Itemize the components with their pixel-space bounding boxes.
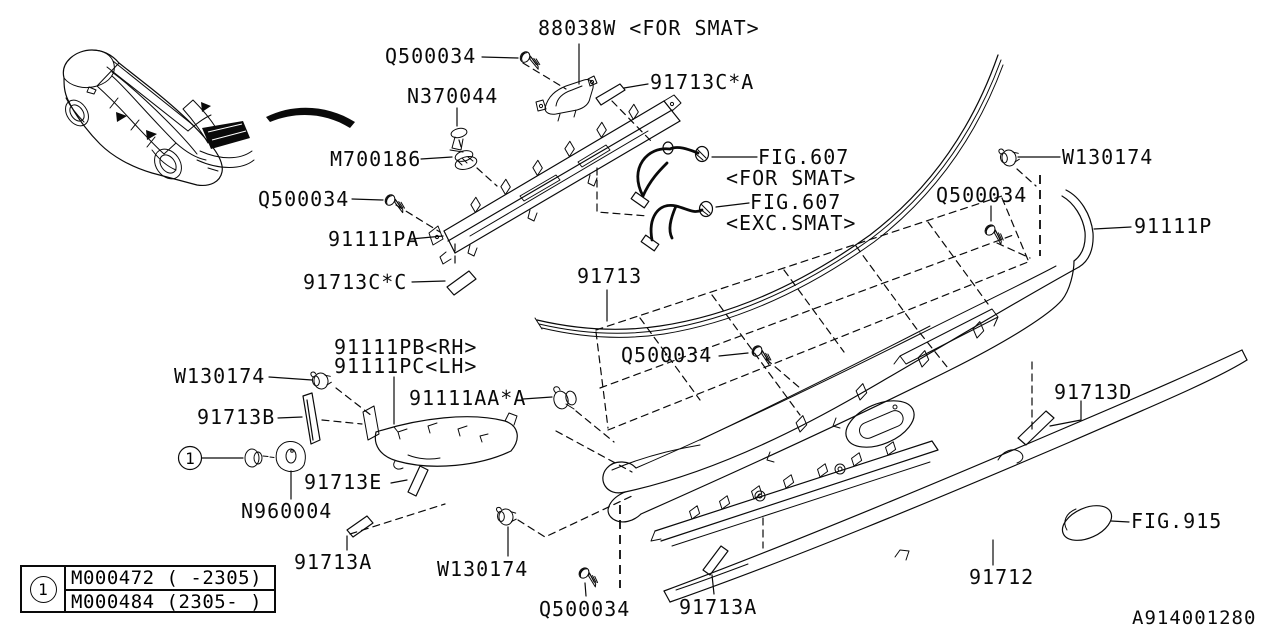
harness-exc-smat xyxy=(640,200,714,252)
label-91713c-a: 91713C*A xyxy=(650,70,755,94)
label-91111p: 91111P xyxy=(1134,214,1213,238)
label-91713b: 91713B xyxy=(197,405,276,429)
label-w130174-top-right: W130174 xyxy=(1062,145,1154,169)
gate-arrow-icon xyxy=(201,102,211,112)
door-arrow-icon xyxy=(116,112,127,122)
label-fig607-for-note: <FOR SMAT> xyxy=(726,166,857,190)
label-91713d: 91713D xyxy=(1054,380,1133,404)
label-88038w: 88038W <FOR SMAT> xyxy=(538,16,760,40)
legend-symbol-cell: 1 xyxy=(22,567,66,611)
label-fig915: FIG.915 xyxy=(1131,509,1223,533)
legend-row: M000472 ( -2305) xyxy=(66,567,274,591)
label-91111aa-a: 91111AA*A xyxy=(409,386,527,410)
label-91713c-c: 91713C*C xyxy=(303,270,408,294)
grommet-nut xyxy=(454,150,478,170)
push-clip-icon xyxy=(553,386,577,410)
assembly-dashed-lines xyxy=(321,62,1041,588)
label-fig607-exc-note: <EXC.SMAT> xyxy=(726,211,857,235)
label-n960004: N960004 xyxy=(241,499,333,523)
gate-spoiler-blade xyxy=(663,349,1248,603)
circled-number-marker: 1 xyxy=(29,575,57,603)
strip-91713a-bottom xyxy=(702,545,729,576)
harness-for-smat xyxy=(630,141,710,209)
weatherstrip-curve xyxy=(534,54,1004,338)
rear-gate-garnish-panel xyxy=(602,189,1094,523)
strip-91713c-a xyxy=(595,83,626,106)
label-91713a-bottom: 91713A xyxy=(679,595,758,619)
applicability-legend: 1 M000472 ( -2305) M000484 (2305- ) xyxy=(20,565,276,613)
legend-rows: M000472 ( -2305) M000484 (2305- ) xyxy=(66,567,274,613)
phantom-gate-outline xyxy=(595,195,1029,431)
pointer-swoosh xyxy=(266,107,355,128)
car-illustration xyxy=(62,49,255,187)
diagram-id: A914001280 xyxy=(1132,607,1257,629)
bolt-and-grommet xyxy=(244,441,306,473)
label-q500034-bottom: Q500034 xyxy=(539,597,631,621)
strip-91713c-c xyxy=(446,270,477,296)
label-q500034-top: Q500034 xyxy=(385,44,477,68)
strip-91713e xyxy=(407,465,429,497)
legend-row: M000484 (2305- ) xyxy=(71,591,263,613)
label-w130174-left: W130174 xyxy=(174,364,266,388)
lower-molding-clip-band xyxy=(650,440,939,547)
strip-91713b xyxy=(302,392,321,445)
label-91713: 91713 xyxy=(577,264,643,288)
label-91111pb-rh: 91111PB<RH> xyxy=(334,335,478,359)
label-91713a-left: 91713A xyxy=(294,550,373,574)
leader-lines xyxy=(201,43,1132,597)
label-q500034-right: Q500034 xyxy=(936,183,1028,207)
label-q500034-left: Q500034 xyxy=(258,187,350,211)
label-91111pc-lh: 91111PC<LH> xyxy=(334,354,478,378)
label-m700186: M700186 xyxy=(330,147,422,171)
label-91712: 91712 xyxy=(969,565,1035,589)
label-n370044: N370044 xyxy=(407,84,499,108)
fig915-plug xyxy=(1061,505,1113,541)
emblem-housing xyxy=(845,400,915,448)
label-fig607-for: FIG.607 xyxy=(758,145,850,169)
label-q500034-center: Q500034 xyxy=(621,343,713,367)
circled-number-marker: 1 xyxy=(177,445,203,471)
upper-garnish-assembly xyxy=(428,94,682,265)
smart-key-bracket xyxy=(535,75,598,122)
label-91111pa: 91111PA xyxy=(328,227,420,251)
label-91713e: 91713E xyxy=(304,470,383,494)
strip-91713a-left xyxy=(346,515,374,538)
label-fig607-exc: FIG.607 xyxy=(750,190,842,214)
label-w130174-bottom: W130174 xyxy=(437,557,529,581)
corner-bracket xyxy=(362,405,518,470)
strip-91713d xyxy=(1017,410,1055,446)
door-arrow-icon xyxy=(146,130,157,140)
marker-number: 1 xyxy=(185,449,195,468)
